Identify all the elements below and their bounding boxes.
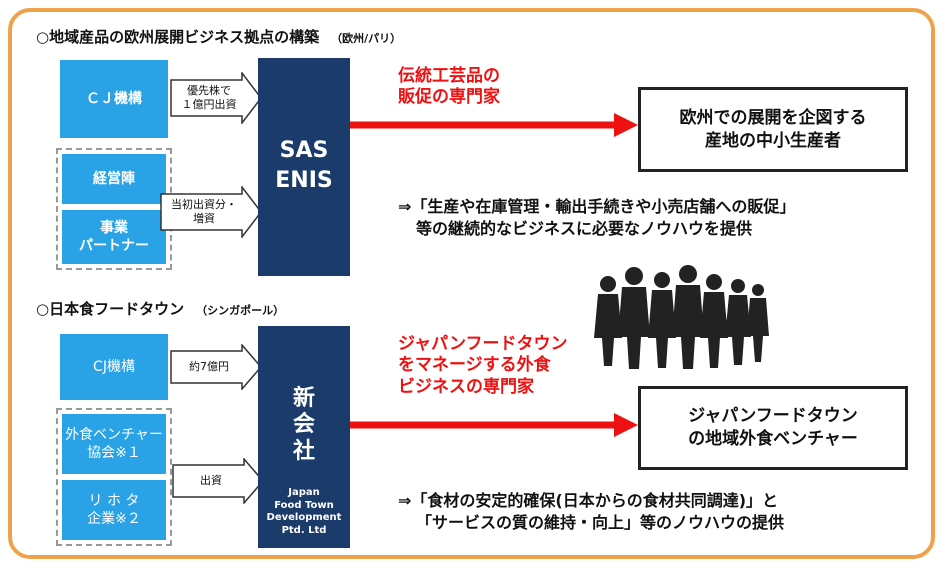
section2-subtitle: （シンガポール） [196, 304, 285, 317]
section2-description: ⇒「食材の安定的確保(日本からの食材共同調達)」と 「サービスの質の維持・向上」… [398, 491, 785, 533]
investor-group-2 [56, 408, 172, 546]
mgmt-box: 経営陣 [62, 154, 166, 204]
section1-target-box: 欧州での展開を企図する産地の中小生産者 [638, 87, 908, 172]
venture-invest-arrow: 出資 [172, 458, 264, 504]
section1-expert-label: 伝統工芸品の販促の専門家 [398, 66, 500, 108]
cj-invest-arrow-2: 約7億円 [170, 344, 262, 390]
section2-expert-label: ジャパンフードタウンをマネージする外食ビジネスの専門家 [398, 334, 568, 397]
section2-red-arrow [350, 413, 638, 437]
cj-box-2: CJ機構 [60, 334, 168, 400]
venture-box: 外食ベンチャー協会※１ [62, 414, 166, 474]
section2-title: ○日本食フードタウン（シンガポール） [36, 300, 285, 318]
section2-target-box: ジャパンフードタウンの地域外食ベンチャー [638, 386, 908, 470]
partner-box: 事業パートナー [62, 210, 166, 264]
section1-subtitle: （欧州/パリ） [331, 32, 402, 45]
section1-red-arrow [350, 113, 638, 137]
section1-description: ⇒「生産や在庫管理・輸出手続きや小売店舗への販促」 等の継続的なビジネスに必要な… [398, 197, 796, 239]
partner-invest-arrow: 当初出資分・増資 [160, 186, 262, 238]
cj-box-1: ＣＪ機構 [60, 60, 168, 138]
people-icon [594, 265, 769, 369]
outer-frame [8, 8, 935, 559]
ritsuta-box: リ ホ タ企業※２ [62, 480, 166, 540]
section1-title: ○地域産品の欧州展開ビジネス拠点の構築（欧州/パリ） [36, 28, 402, 46]
